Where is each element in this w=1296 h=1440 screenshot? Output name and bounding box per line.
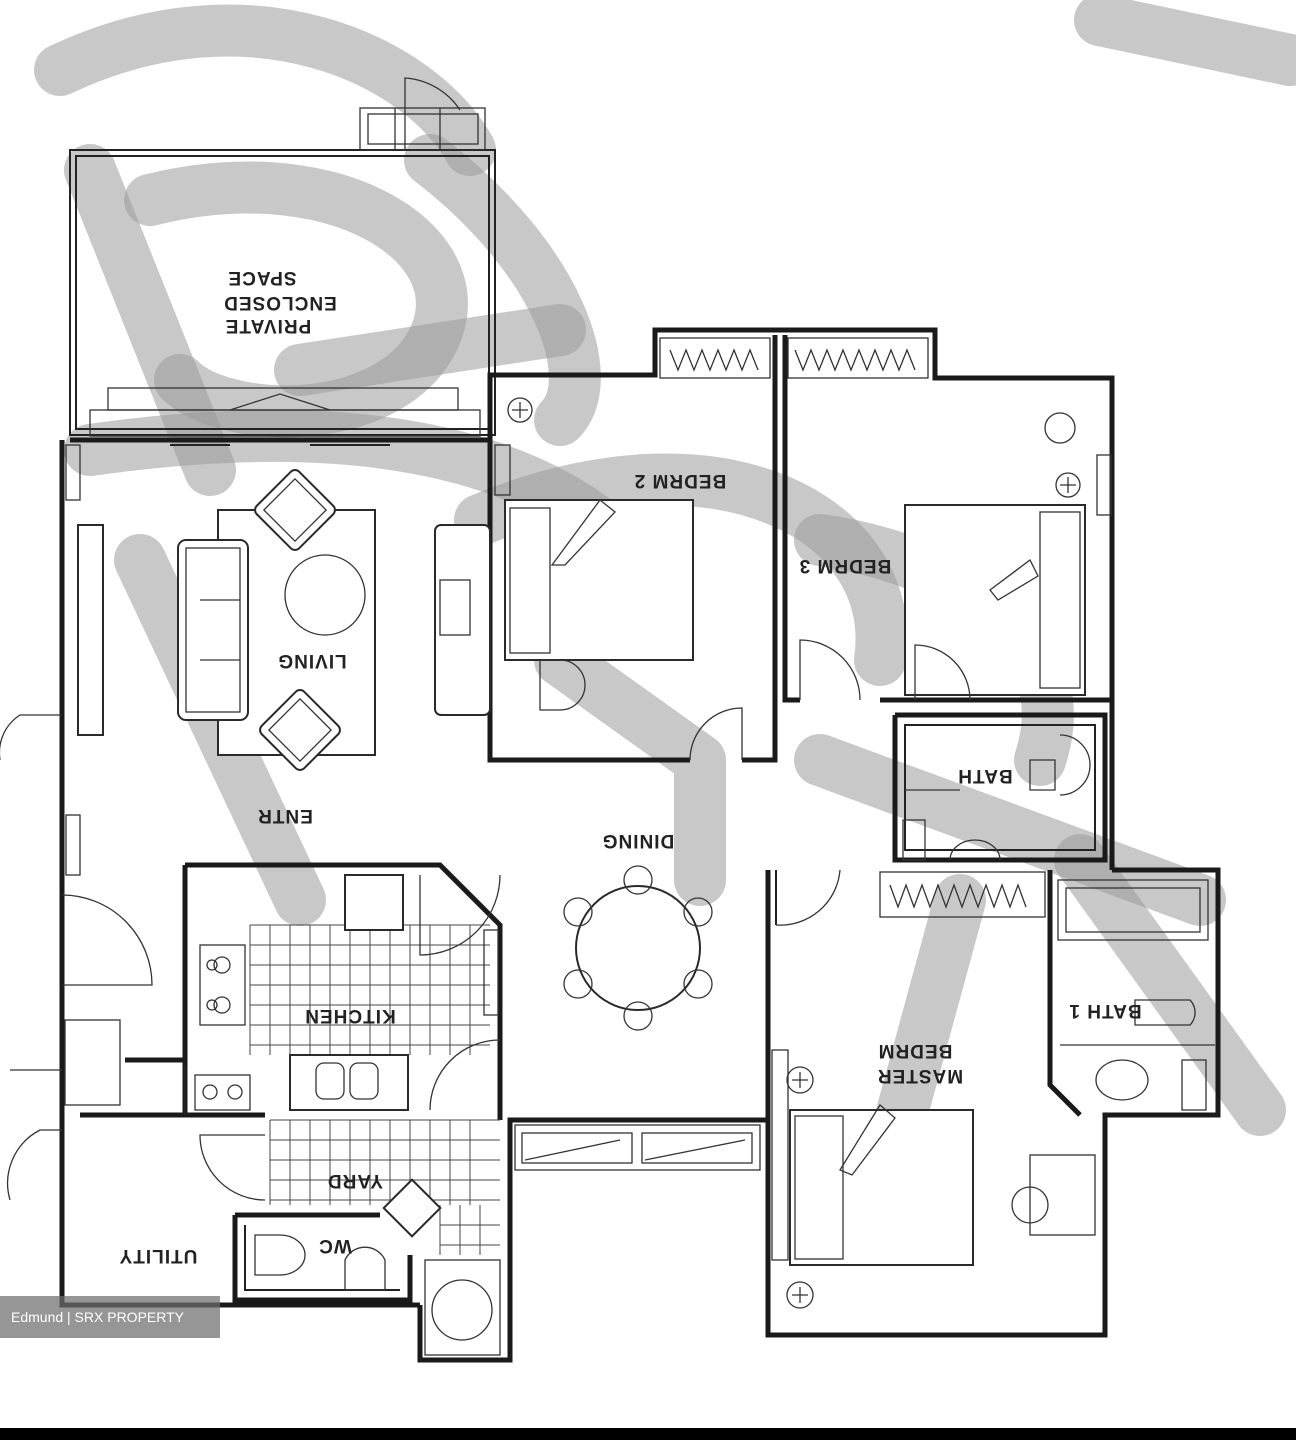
- utility-room: [80, 1065, 186, 1118]
- yard: [199, 1119, 501, 1356]
- bottom-bar: [0, 1428, 1296, 1440]
- label-yard: YARD: [327, 1170, 383, 1191]
- bedroom-3: [782, 335, 1112, 703]
- private-enclosed-space: [69, 77, 496, 436]
- label-wc: WC: [318, 1235, 352, 1256]
- label-enclosed: ENCLOSED: [223, 292, 337, 313]
- room-labels: PRIVATE ENCLOSED SPACE LIVING ENTR DININ…: [119, 267, 1142, 1266]
- label-bedroom-3: BEDRM 3: [799, 555, 892, 576]
- yard-floor-tiles: [269, 1119, 500, 1255]
- living-room: [0, 444, 491, 876]
- label-living: LIVING: [277, 650, 346, 671]
- label-entrance: ENTR: [257, 805, 313, 826]
- label-master: MASTER: [877, 1065, 963, 1086]
- label-bedroom-2: BEDRM 2: [634, 470, 727, 491]
- bedroom-2: [487, 335, 778, 763]
- wc: [232, 1212, 413, 1303]
- bathroom-1: [1047, 870, 1215, 1117]
- label-bath-2: BATH: [957, 765, 1012, 786]
- label-utility: UTILITY: [119, 1245, 198, 1266]
- entrance-door: [7, 894, 153, 1201]
- credit-badge: Edmund | SRX PROPERTY: [0, 1296, 220, 1338]
- label-private: PRIVATE: [225, 315, 312, 336]
- label-kitchen: KITCHEN: [304, 1005, 395, 1026]
- credit-text: Edmund | SRX PROPERTY: [11, 1309, 184, 1325]
- dining-area: [514, 865, 761, 1171]
- label-bath-1: BATH 1: [1068, 1000, 1141, 1021]
- label-space: SPACE: [227, 267, 296, 288]
- label-master-bedrm: BEDRM: [878, 1040, 953, 1061]
- bathroom-2: [892, 712, 1108, 863]
- label-dining: DINING: [602, 830, 675, 851]
- living-sliding-door: [89, 387, 481, 437]
- kitchen-floor-tiles: [249, 924, 490, 1055]
- master-bedroom: [771, 869, 1096, 1309]
